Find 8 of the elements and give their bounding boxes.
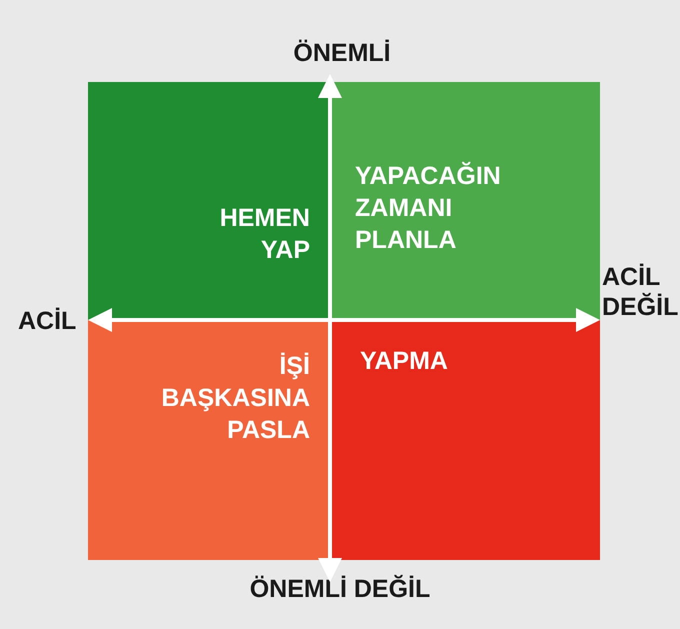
quadrant-text: HEMEN YAP xyxy=(210,202,310,266)
quadrant-text: YAPACAĞIN ZAMANI PLANLA xyxy=(355,160,525,256)
axis-label: ACİL DEĞİL xyxy=(602,262,680,322)
axis-label: ACİL xyxy=(18,306,78,336)
quadrant-text: YAPMA xyxy=(360,345,530,377)
axis-label: ÖNEMLİ DEĞİL xyxy=(248,574,432,604)
axis-label: ÖNEMLİ xyxy=(292,38,392,68)
quadrant-text: İŞİ BAŞKASINA PASLA xyxy=(140,350,310,446)
